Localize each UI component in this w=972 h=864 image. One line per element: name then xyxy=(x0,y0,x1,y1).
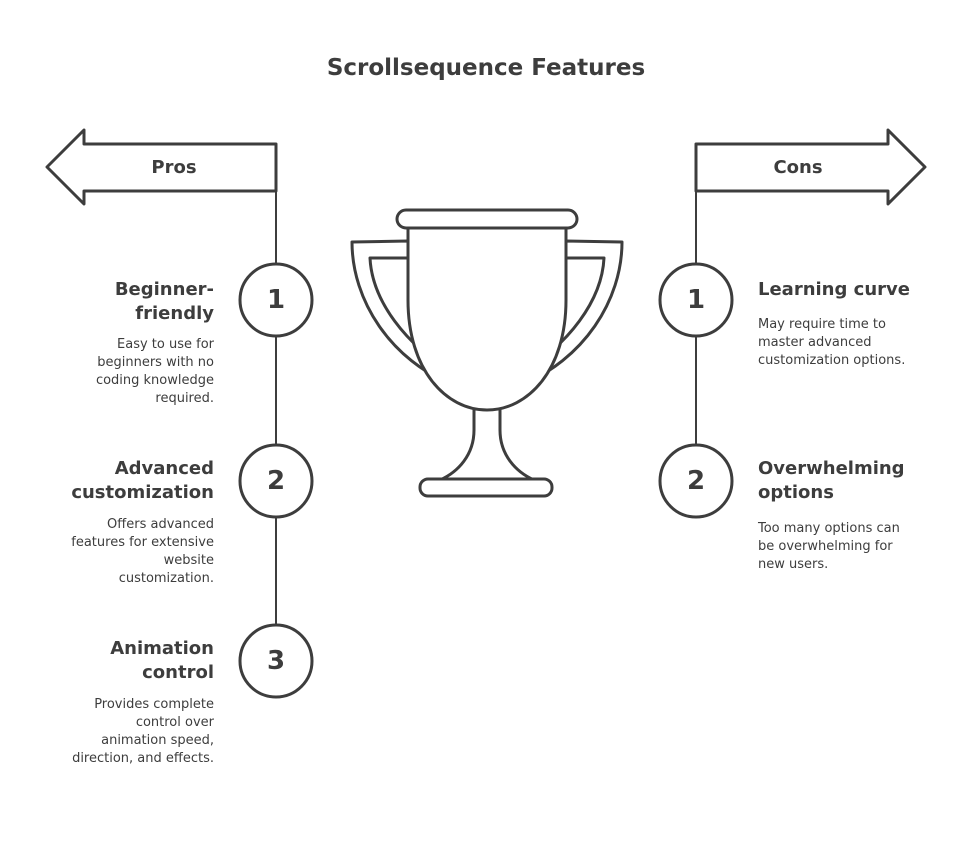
pros-arrow-icon xyxy=(45,128,278,206)
pros-circle-1 xyxy=(238,262,314,338)
cons-item-2-desc: Too many options can be overwhelming for… xyxy=(758,521,900,572)
cons-number-1: 1 xyxy=(686,285,706,315)
cons-item-1-desc: May require time to master advanced cust… xyxy=(758,317,906,368)
pros-circle-3 xyxy=(238,623,314,699)
pros-circle-2 xyxy=(238,443,314,519)
pros-number-3: 3 xyxy=(266,646,286,676)
cons-item-2-heading: Overwhelming options xyxy=(758,458,905,503)
pros-number-1: 1 xyxy=(266,285,286,315)
trophy-icon xyxy=(350,208,624,498)
cons-circle-1 xyxy=(658,262,734,338)
cons-item-1-heading: Learning curve xyxy=(758,279,910,300)
cons-number-2: 2 xyxy=(686,466,706,496)
cons-circle-2 xyxy=(658,443,734,519)
pros-item-1-heading: Beginner- friendly xyxy=(114,279,214,324)
pros-item-3-desc: Provides complete control over animation… xyxy=(72,697,214,766)
pros-item-1-desc: Easy to use for beginners with no coding… xyxy=(95,337,214,406)
pros-item-2-desc: Offers advanced features for extensive w… xyxy=(71,517,214,586)
cons-arrow-icon xyxy=(694,128,927,206)
cons-label: Cons xyxy=(773,157,823,178)
page-title: Scrollsequence Features xyxy=(326,55,646,81)
pros-item-3-heading: Animation control xyxy=(110,638,214,683)
pros-item-2-heading: Advanced customization xyxy=(71,458,214,503)
pros-label: Pros xyxy=(151,157,197,178)
pros-number-2: 2 xyxy=(266,466,286,496)
